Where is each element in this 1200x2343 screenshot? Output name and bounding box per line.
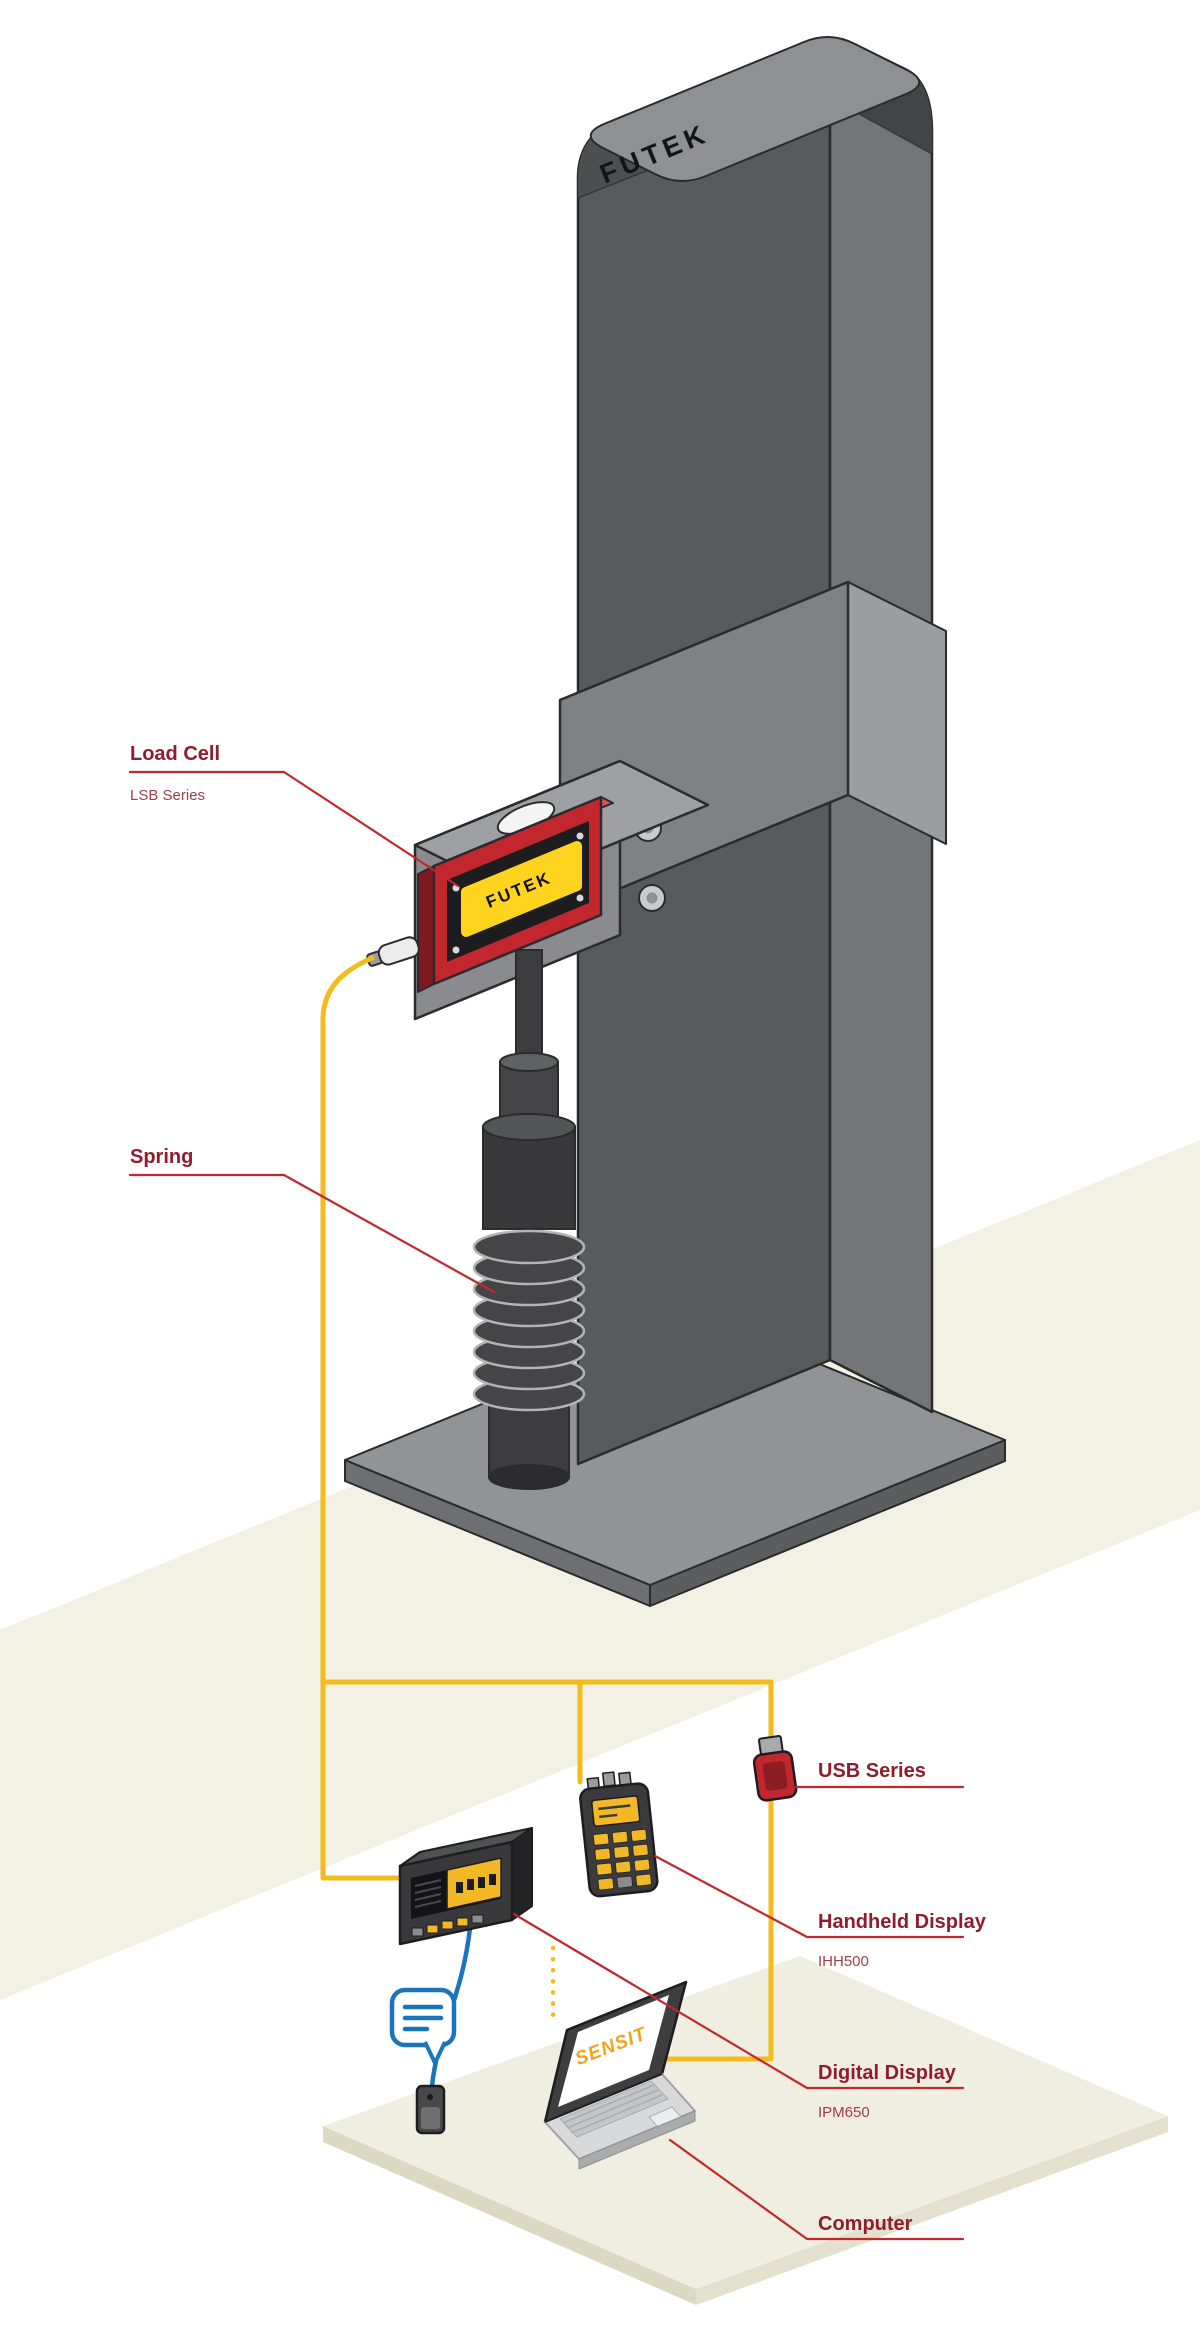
device-platform [323, 1956, 1168, 2305]
bubble-tail [423, 2041, 447, 2065]
label-digital-display: Digital Display IPM650 [512, 1912, 965, 2121]
base-plate [344, 1314, 1006, 1607]
label-load-cell-leader [128, 770, 460, 888]
meter-lcd-digits [456, 1874, 496, 1893]
label-load-cell: Load Cell LSB Series [128, 743, 460, 888]
label-load-cell-title: Load Cell [130, 743, 220, 765]
laptop-front-edge [578, 2110, 696, 2170]
label-computer-leader [668, 2138, 965, 2241]
laptop: SENSIT [543, 1980, 696, 2170]
speech-bubble-icon [389, 1987, 457, 2065]
label-digital-display-subtitle: IPM650 [818, 2104, 870, 2121]
usb-inner [762, 1761, 788, 1791]
label-spring-leader [128, 1173, 496, 1294]
load-cell-screw [452, 946, 460, 954]
cables [320, 955, 774, 2089]
usb-device [752, 1735, 798, 1802]
label-handheld-title: Handheld Display [818, 1911, 987, 1933]
label-spring-title: Spring [130, 1146, 193, 1168]
annotations: Load Cell LSB Series Spring USB Series H… [128, 743, 987, 2241]
load-rod [515, 949, 543, 1069]
label-handheld-leader [653, 1854, 965, 1939]
handheld-screen [591, 1795, 641, 1827]
cable-connector [366, 936, 420, 967]
load-cell-screw [576, 832, 584, 840]
label-spring: Spring [128, 1146, 496, 1294]
load-cell-left-face [417, 865, 435, 993]
label-computer-title: Computer [818, 2213, 913, 2235]
label-handheld-subtitle: IHH500 [818, 1953, 869, 1970]
label-usb: USB Series [794, 1760, 965, 1789]
wide-cylinder [482, 1113, 576, 1230]
bubble-text-lines [402, 2004, 444, 2032]
label-digital-display-title: Digital Display [818, 2062, 957, 2084]
load-cell-label [461, 841, 582, 937]
meter-vents [414, 1879, 442, 1908]
load-cell: FUTEK [366, 795, 614, 993]
cable-loadcell-to-meter [320, 955, 407, 1881]
clamp-bolt [638, 884, 666, 912]
handheld-keypad [592, 1828, 652, 1891]
label-load-cell-subtitle: LSB Series [130, 787, 205, 804]
load-cell-screw [576, 894, 584, 902]
spring-coils [472, 1229, 586, 1412]
meter-buttons [411, 1914, 484, 1937]
wireless-dongle [415, 2084, 446, 2135]
cap-top-face [589, 36, 921, 182]
label-handheld: Handheld Display IHH500 [653, 1854, 987, 1970]
label-digital-display-leader [512, 1912, 965, 2090]
cable-usb-to-laptop [665, 1795, 774, 2062]
laptop-screen [558, 1995, 669, 2107]
spring-assembly [472, 949, 586, 1490]
label-usb-title: USB Series [818, 1760, 926, 1782]
handheld-device [579, 1771, 659, 1898]
laptop-hinge [544, 2073, 663, 2123]
digital-display-device [398, 1827, 533, 1946]
label-computer: Computer [668, 2138, 965, 2241]
